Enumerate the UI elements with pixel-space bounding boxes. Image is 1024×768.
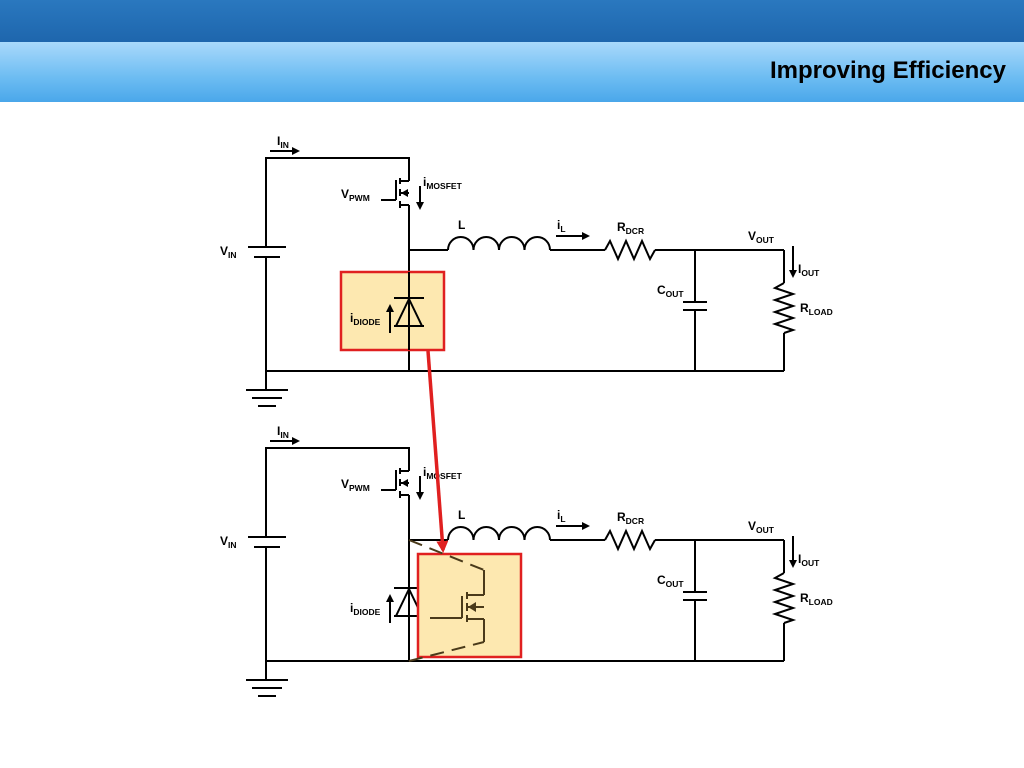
label-vpwm-bottom: VPWM	[341, 477, 370, 493]
label-il-bottom: iL	[557, 508, 566, 524]
label-iout: IOUT	[798, 262, 820, 278]
resistor-dcr-bottom	[604, 528, 656, 552]
header-top-band	[0, 0, 1024, 42]
output-capacitor-bottom	[683, 591, 707, 601]
label-vin-bottom: VIN	[220, 534, 237, 550]
label-imosfet-bottom: iMOSFET	[423, 465, 463, 481]
vin-battery-bottom	[248, 536, 286, 548]
inductor	[447, 236, 551, 251]
freewheel-diode	[394, 296, 424, 327]
label-cout: COUT	[657, 283, 684, 299]
high-side-mosfet-bottom	[381, 462, 410, 502]
label-vout: VOUT	[748, 229, 775, 245]
header-title-band	[0, 42, 1024, 102]
vin-battery	[248, 246, 286, 258]
replacement-arrow	[426, 350, 449, 553]
label-rload: RLOAD	[800, 301, 833, 317]
ground-symbol-bottom	[246, 679, 288, 697]
label-iin: IIN	[277, 134, 289, 150]
label-vpwm: VPWM	[341, 187, 370, 203]
bottom-circuit: IIN VIN VPWM iMOSFET L iL RDCR VOUT IOUT…	[220, 424, 833, 697]
load-resistor-bottom	[771, 572, 797, 624]
resistor-dcr	[604, 238, 656, 262]
label-idiode: iDIODE	[350, 311, 381, 327]
label-il: iL	[557, 218, 566, 234]
high-side-mosfet	[381, 172, 410, 212]
label-vout-bottom: VOUT	[748, 519, 775, 535]
label-iin-bottom: IIN	[277, 424, 289, 440]
output-capacitor	[683, 301, 707, 311]
label-cout-bottom: COUT	[657, 573, 684, 589]
label-vin: VIN	[220, 244, 237, 260]
slide-title: Improving Efficiency	[769, 57, 1006, 84]
label-inductor-bottom: L	[458, 508, 465, 522]
label-rdcr: RDCR	[617, 220, 644, 236]
inductor-bottom	[447, 526, 551, 541]
diode-highlight-box	[339, 270, 446, 352]
bottom-wires	[265, 447, 785, 680]
label-inductor: L	[458, 218, 465, 232]
label-rdcr-bottom: RDCR	[617, 510, 644, 526]
sync-mosfet	[408, 539, 485, 662]
label-idiode-bottom: iDIODE	[350, 601, 381, 617]
label-imosfet: iMOSFET	[423, 175, 463, 191]
ground-symbol	[246, 389, 288, 407]
sync-mosfet-highlight-box	[416, 552, 523, 659]
load-resistor	[771, 282, 797, 334]
top-circuit: IIN VIN VPWM iMOSFET L iL RDCR VOUT IOUT…	[220, 134, 833, 407]
label-rload-bottom: RLOAD	[800, 591, 833, 607]
label-iout-bottom: IOUT	[798, 552, 820, 568]
